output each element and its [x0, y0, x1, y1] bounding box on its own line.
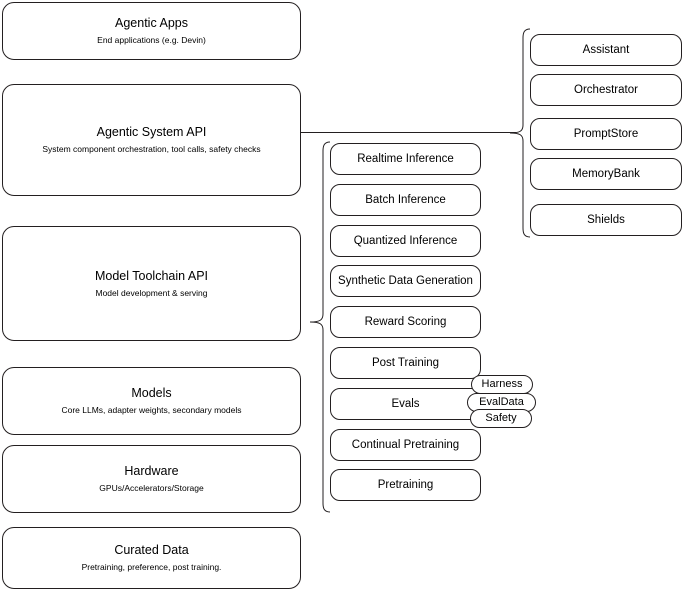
system-component-box-shields[interactable]: Shields — [530, 204, 682, 236]
toolchain-box-evals[interactable]: Evals — [330, 388, 481, 420]
system-component-label: MemoryBank — [572, 167, 640, 180]
layer-title: Agentic System API — [96, 125, 207, 139]
system-component-label: PromptStore — [573, 127, 639, 140]
layer-title: Models — [131, 386, 172, 400]
toolchain-box-quantized-inference[interactable]: Quantized Inference — [330, 225, 481, 257]
layer-box-hardware[interactable]: Hardware GPUs/Accelerators/Storage — [2, 445, 301, 513]
connector-line-system-api — [301, 132, 516, 133]
toolchain-label: Evals — [391, 397, 420, 410]
layer-box-models[interactable]: Models Core LLMs, adapter weights, secon… — [2, 367, 301, 435]
toolchain-label: Pretraining — [377, 478, 434, 491]
toolchain-box-synthetic-data-generation[interactable]: Synthetic Data Generation — [330, 265, 481, 297]
layer-box-agentic-system-api[interactable]: Agentic System API System component orch… — [2, 84, 301, 196]
system-component-box-assistant[interactable]: Assistant — [530, 34, 682, 66]
toolchain-label: Continual Pretraining — [351, 438, 460, 451]
brace-toolchain-items — [309, 141, 331, 513]
layer-box-curated-data[interactable]: Curated Data Pretraining, preference, po… — [2, 527, 301, 589]
system-component-box-memorybank[interactable]: MemoryBank — [530, 158, 682, 190]
toolchain-label: Reward Scoring — [364, 315, 447, 328]
system-component-label: Shields — [587, 213, 625, 226]
system-component-label: Orchestrator — [574, 83, 638, 96]
toolchain-label: Post Training — [371, 356, 440, 369]
toolchain-box-continual-pretraining[interactable]: Continual Pretraining — [330, 429, 481, 461]
brace-system-components — [509, 28, 531, 238]
layer-subtitle: Model development & serving — [95, 287, 208, 298]
layer-box-agentic-apps[interactable]: Agentic Apps End applications (e.g. Devi… — [2, 2, 301, 60]
toolchain-label: Synthetic Data Generation — [338, 274, 473, 287]
toolchain-label: Quantized Inference — [353, 234, 458, 247]
layer-subtitle: Pretraining, preference, post training. — [81, 562, 222, 572]
toolchain-box-post-training[interactable]: Post Training — [330, 347, 481, 379]
system-component-label: Assistant — [582, 43, 630, 56]
layer-title: Hardware — [124, 464, 179, 478]
layer-title: Model Toolchain API — [94, 268, 209, 283]
eval-badge-safety[interactable]: Safety — [470, 409, 532, 428]
eval-badge-label: EvalData — [479, 396, 524, 408]
layer-box-model-toolchain-api[interactable]: Model Toolchain API Model development & … — [2, 226, 301, 341]
toolchain-box-batch-inference[interactable]: Batch Inference — [330, 184, 481, 216]
eval-badge-label: Harness — [481, 378, 523, 390]
layer-subtitle: System component orchestration, tool cal… — [42, 144, 261, 154]
eval-badge-label: Safety — [485, 412, 517, 424]
layer-subtitle: Core LLMs, adapter weights, secondary mo… — [61, 405, 242, 415]
system-component-box-promptstore[interactable]: PromptStore — [530, 118, 682, 150]
layer-subtitle: GPUs/Accelerators/Storage — [99, 483, 204, 493]
eval-badge-harness[interactable]: Harness — [471, 375, 533, 394]
toolchain-label: Realtime Inference — [357, 152, 454, 165]
layer-title: Agentic Apps — [115, 16, 188, 30]
layer-title: Curated Data — [114, 543, 189, 557]
layer-subtitle: End applications (e.g. Devin) — [97, 35, 206, 45]
toolchain-label: Batch Inference — [365, 193, 446, 206]
system-component-box-orchestrator[interactable]: Orchestrator — [530, 74, 682, 106]
toolchain-box-realtime-inference[interactable]: Realtime Inference — [330, 143, 481, 175]
toolchain-box-pretraining[interactable]: Pretraining — [330, 469, 481, 501]
toolchain-box-reward-scoring[interactable]: Reward Scoring — [330, 306, 481, 338]
